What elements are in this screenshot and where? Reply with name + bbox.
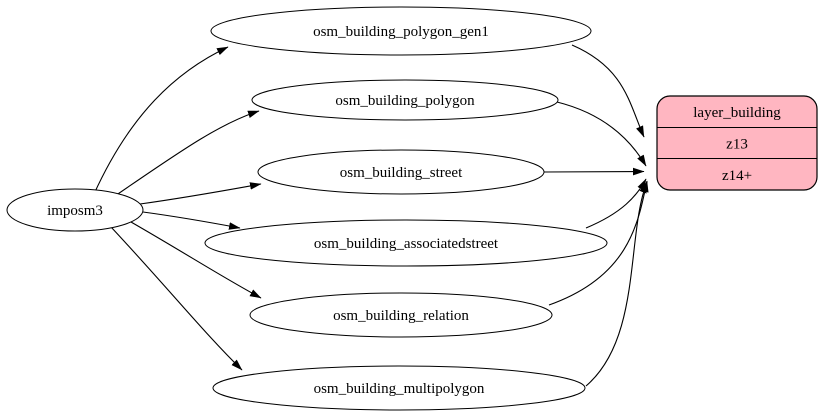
node-osm-building-relation: osm_building_relation — [249, 292, 553, 338]
edge-imposm3-to-osm-building-polygon-gen1 — [93, 46, 229, 195]
edge-osm-building-relation-to-z14 — [548, 180, 649, 306]
osm-building-multipolygon-label: osm_building_multipolygon — [314, 381, 485, 397]
edge-group-source-to-tables — [93, 46, 262, 371]
layer-building-row-z14: z14+ — [722, 168, 752, 184]
osm-building-polygon-gen1-ellipse — [210, 6, 592, 56]
edge-group-tables-to-layer — [543, 44, 649, 387]
node-layer-building: layer_building z13 z14+ — [656, 95, 818, 191]
edge-osm-building-polygon-gen1-to-z13 — [571, 44, 645, 138]
osm-building-polygon-gen1-label: osm_building_polygon_gen1 — [313, 24, 489, 40]
osm-building-relation-ellipse — [249, 292, 553, 338]
osm-building-multipolygon-ellipse — [212, 365, 586, 411]
node-osm-building-street: osm_building_street — [257, 149, 545, 195]
edge-imposm3-to-osm-building-multipolygon — [110, 226, 243, 371]
node-osm-building-multipolygon: osm_building_multipolygon — [212, 365, 586, 411]
layer-building-box — [656, 95, 818, 191]
edge-imposm3-to-osm-building-polygon — [111, 110, 260, 199]
osm-building-polygon-label: osm_building_polygon — [335, 93, 475, 109]
edge-osm-building-multipolygon-to-z14 — [585, 181, 648, 387]
layer-building-row-z13: z13 — [726, 137, 748, 153]
edge-osm-building-polygon-to-z14 — [556, 101, 647, 167]
imposm3-label: imposm3 — [47, 203, 103, 219]
edge-imposm3-to-osm-building-associatedstreet — [142, 211, 241, 230]
node-osm-building-associatedstreet: osm_building_associatedstreet — [204, 219, 608, 267]
node-imposm3: imposm3 — [6, 188, 144, 232]
node-osm-building-polygon-gen1: osm_building_polygon_gen1 — [210, 6, 592, 56]
osm-building-polygon-ellipse — [251, 79, 559, 121]
node-osm-building-polygon: osm_building_polygon — [251, 79, 559, 121]
osm-building-street-label: osm_building_street — [340, 165, 463, 181]
osm-building-associatedstreet-ellipse — [204, 219, 608, 267]
layer-building-title: layer_building — [693, 105, 781, 121]
imposm3-ellipse — [6, 188, 144, 232]
osm-building-street-ellipse — [257, 149, 545, 195]
edge-osm-building-street-to-z14 — [543, 167, 645, 176]
edge-imposm3-to-osm-building-relation — [130, 221, 262, 299]
osm-building-associatedstreet-label: osm_building_associatedstreet — [314, 236, 499, 252]
edge-imposm3-to-osm-building-street — [139, 182, 262, 205]
osm-building-relation-label: osm_building_relation — [333, 308, 469, 324]
